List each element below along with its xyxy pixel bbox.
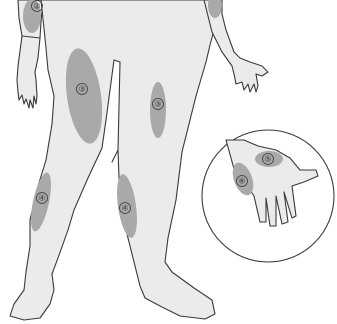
zone-3-right-thigh-patch xyxy=(150,82,166,138)
left-forearm-hand xyxy=(17,36,40,108)
svg-text:③: ③ xyxy=(78,85,85,94)
svg-text:④: ④ xyxy=(38,194,45,203)
svg-text:⑤: ⑤ xyxy=(264,155,271,164)
svg-text:⑥: ⑥ xyxy=(238,177,245,186)
svg-text:②: ② xyxy=(33,2,40,11)
svg-text:③: ③ xyxy=(154,100,161,109)
leg-contour xyxy=(112,150,118,162)
svg-text:④: ④ xyxy=(121,204,128,213)
